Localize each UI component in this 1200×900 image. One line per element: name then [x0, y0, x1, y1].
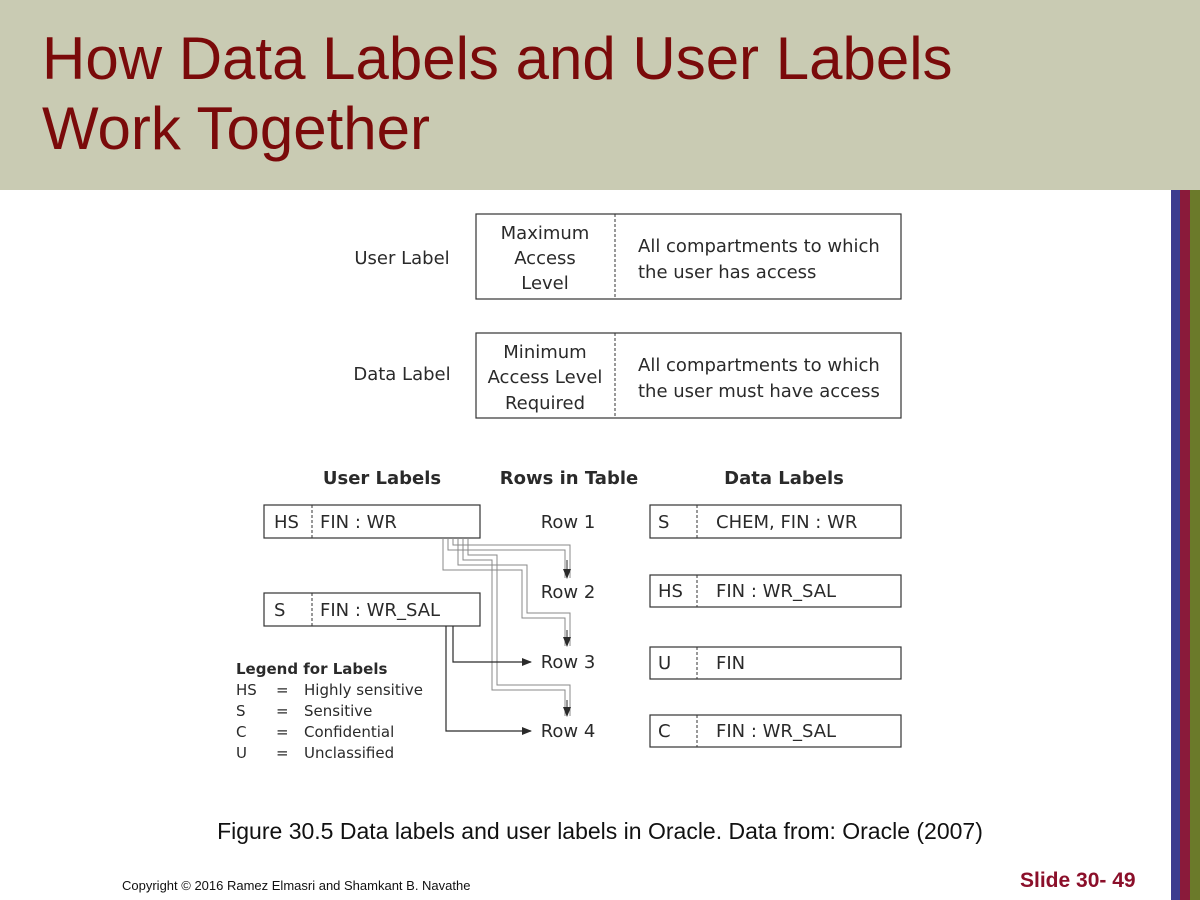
user-label-left-2: Access [514, 248, 576, 269]
user-label-right-2: the user has access [638, 262, 816, 283]
user-label-hs-level: HS [274, 512, 299, 533]
legend-code-u: U [236, 744, 247, 762]
data-label-row3-compartments: FIN [716, 653, 745, 674]
figure-caption: Figure 30.5 Data labels and user labels … [217, 818, 983, 844]
legend-title: Legend for Labels [236, 660, 387, 678]
slide-title: How Data Labels and User Labels Work Tog… [42, 24, 1142, 164]
row-1-label: Row 1 [541, 512, 596, 533]
slide-number: Slide 30- 49 [1020, 869, 1136, 892]
user-label-left-3: Level [521, 273, 569, 294]
user-label-hs-compartments: FIN : WR [320, 512, 397, 533]
user-label-hs-box [263, 504, 481, 539]
data-label-row2-box [649, 574, 902, 608]
row-2-label: Row 2 [541, 582, 596, 603]
row-4-label: Row 4 [541, 721, 596, 742]
user-label-right-1: All compartments to which [638, 236, 880, 257]
title-banner [0, 0, 1200, 190]
data-label-left-2: Access Level [488, 367, 603, 388]
arrow-s-row4 [445, 626, 532, 735]
data-label-right-1: All compartments to which [638, 355, 880, 376]
data-label-box [475, 332, 902, 419]
data-label-row3-level: U [658, 653, 671, 674]
user-label-s-compartments: FIN : WR_SAL [320, 600, 440, 621]
arrow-hs-row2-line [447, 538, 566, 578]
data-label-left-1: Minimum [503, 342, 586, 363]
arrow-hs-row4-line-b [467, 538, 571, 716]
copyright-notice: Copyright © 2016 Ramez Elmasri and Shamk… [122, 878, 471, 893]
legend-code-hs: HS [236, 681, 257, 699]
legend-meaning-u: Unclassified [304, 744, 394, 762]
legend-meaning-hs: Highly sensitive [304, 681, 423, 699]
data-label-right-2: the user must have access [638, 381, 880, 402]
legend-meaning-s: Sensitive [304, 702, 372, 720]
arrow-hs-row2-line-b [452, 538, 571, 578]
user-label-s-level: S [274, 600, 285, 621]
data-label-row4-level: C [658, 721, 671, 742]
legend-eq-hs: = [276, 681, 289, 699]
header-user-labels: User Labels [323, 468, 441, 489]
stripe-maroon [1180, 190, 1190, 900]
title-line-2: Work Together [42, 95, 430, 162]
data-label-row1-box [649, 504, 902, 539]
title-line-1: How Data Labels and User Labels [42, 25, 953, 92]
legend-code-s: S [236, 702, 246, 720]
stripe-olive [1190, 190, 1200, 900]
legend-eq-u: = [276, 744, 289, 762]
data-label-row4-box [649, 714, 902, 748]
row-3-label: Row 3 [541, 652, 596, 673]
arrow-hs-row3-line [442, 538, 566, 646]
arrow-hs-row3-line-b [457, 538, 571, 646]
user-label-s-box [263, 592, 481, 627]
user-label-name: User Label [354, 248, 449, 269]
legend-eq-s: = [276, 702, 289, 720]
user-label-left-1: Maximum [501, 223, 590, 244]
user-label-box [475, 213, 902, 300]
data-label-left-3: Required [505, 393, 585, 414]
legend-eq-c: = [276, 723, 289, 741]
arrow-s-row3 [452, 626, 532, 666]
header-data-labels: Data Labels [724, 468, 844, 489]
data-label-name: Data Label [353, 364, 450, 385]
legend-code-c: C [236, 723, 246, 741]
arrow-hs-row4-line [462, 538, 566, 716]
header-rows-in-table: Rows in Table [500, 468, 638, 489]
stripe-blue [1171, 190, 1180, 900]
data-label-row3-box [649, 646, 902, 680]
side-stripes [1171, 190, 1200, 900]
data-label-row4-compartments: FIN : WR_SAL [716, 721, 836, 742]
data-label-row2-compartments: FIN : WR_SAL [716, 581, 836, 602]
data-label-row2-level: HS [658, 581, 683, 602]
data-label-row1-compartments: CHEM, FIN : WR [716, 512, 857, 533]
data-label-row1-level: S [658, 512, 669, 533]
legend-meaning-c: Confidential [304, 723, 394, 741]
